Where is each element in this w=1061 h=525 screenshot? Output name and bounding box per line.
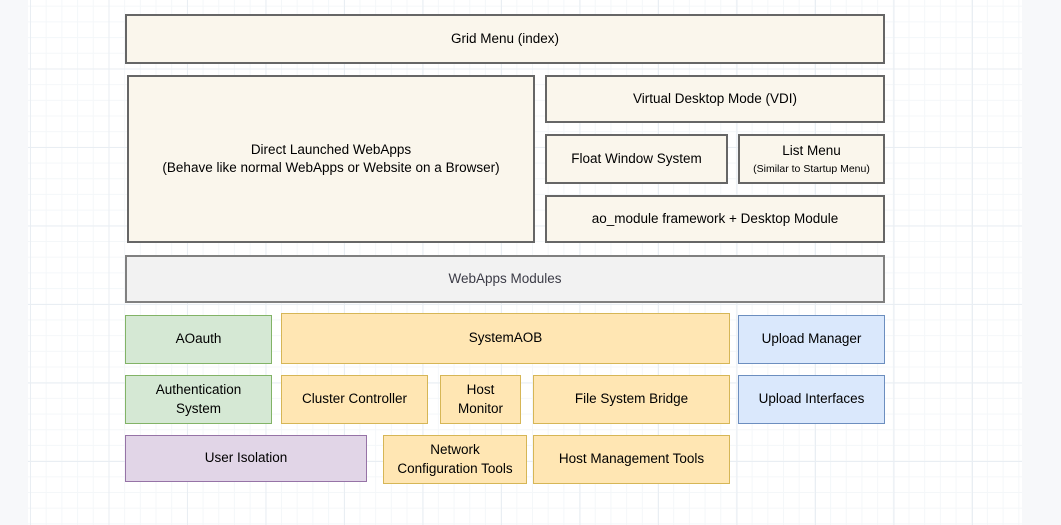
node-text-authentication: AuthenticationSystem (156, 381, 242, 417)
node-grid-menu[interactable]: Grid Menu (index) (125, 14, 885, 64)
node-text-user-isolation: User Isolation (205, 449, 288, 467)
node-systemaob[interactable]: SystemAOB (281, 313, 730, 364)
node-webapps-modules[interactable]: WebApps Modules (125, 255, 885, 303)
node-text-ao-module: ao_module framework + Desktop Module (592, 210, 839, 228)
node-label-network-config-tools: NetworkConfiguration Tools (397, 441, 512, 477)
node-label-file-system-bridge: File System Bridge (575, 390, 688, 408)
node-float-window[interactable]: Float Window System (545, 134, 728, 184)
node-text-cluster-controller: Cluster Controller (302, 390, 407, 408)
node-text-file-system-bridge: File System Bridge (575, 390, 688, 408)
node-label-systemaob: SystemAOB (469, 329, 543, 347)
node-label-grid-menu: Grid Menu (index) (451, 30, 559, 48)
node-label-vdi: Virtual Desktop Mode (VDI) (633, 90, 797, 108)
node-text-systemaob: SystemAOB (469, 329, 543, 347)
node-upload-manager[interactable]: Upload Manager (738, 315, 885, 364)
node-list-menu[interactable]: List Menu (Similar to Startup Menu) (738, 134, 885, 184)
node-label-user-isolation: User Isolation (205, 449, 288, 467)
node-text-list-menu: List Menu (Similar to Startup Menu) (753, 142, 870, 175)
node-text-upload-interfaces: Upload Interfaces (759, 390, 865, 408)
node-cluster-controller[interactable]: Cluster Controller (281, 375, 428, 424)
node-direct-launched[interactable]: Direct Launched WebApps(Behave like norm… (127, 75, 535, 243)
node-label-authentication: AuthenticationSystem (156, 381, 242, 417)
node-label-upload-interfaces: Upload Interfaces (759, 390, 865, 408)
node-label-host-monitor: HostMonitor (458, 381, 503, 417)
node-label-host-management-tools: Host Management Tools (559, 450, 704, 468)
node-text-float-window: Float Window System (571, 150, 702, 168)
node-host-monitor[interactable]: HostMonitor (440, 375, 521, 424)
node-network-config-tools[interactable]: NetworkConfiguration Tools (383, 435, 527, 484)
node-text-network-config-tools: NetworkConfiguration Tools (397, 441, 512, 477)
node-text-aoauth: AOauth (176, 330, 222, 348)
node-text-host-monitor: HostMonitor (458, 381, 503, 417)
node-label-aoauth: AOauth (176, 330, 222, 348)
node-authentication[interactable]: AuthenticationSystem (125, 375, 272, 424)
node-ao-module[interactable]: ao_module framework + Desktop Module (545, 195, 885, 243)
node-label-webapps-modules: WebApps Modules (448, 270, 561, 288)
node-label-float-window: Float Window System (571, 150, 702, 168)
node-label-ao-module: ao_module framework + Desktop Module (592, 210, 839, 228)
node-label-cluster-controller: Cluster Controller (302, 390, 407, 408)
node-text-upload-manager: Upload Manager (762, 330, 862, 348)
node-label-direct-launched: Direct Launched WebApps(Behave like norm… (162, 141, 499, 177)
node-file-system-bridge[interactable]: File System Bridge (533, 375, 730, 424)
node-aoauth[interactable]: AOauth (125, 315, 272, 364)
node-text-webapps-modules: WebApps Modules (448, 270, 561, 288)
node-label-list-menu: List Menu (753, 142, 870, 160)
node-vdi[interactable]: Virtual Desktop Mode (VDI) (545, 75, 885, 123)
node-text-direct-launched: Direct Launched WebApps(Behave like norm… (162, 141, 499, 177)
node-text-host-management-tools: Host Management Tools (559, 450, 704, 468)
node-text-grid-menu: Grid Menu (index) (451, 30, 559, 48)
node-label-upload-manager: Upload Manager (762, 330, 862, 348)
node-host-management-tools[interactable]: Host Management Tools (533, 435, 730, 484)
node-user-isolation[interactable]: User Isolation (125, 435, 367, 482)
node-sublabel-list-menu: (Similar to Startup Menu) (753, 162, 870, 176)
node-upload-interfaces[interactable]: Upload Interfaces (738, 375, 885, 424)
node-text-vdi: Virtual Desktop Mode (VDI) (633, 90, 797, 108)
